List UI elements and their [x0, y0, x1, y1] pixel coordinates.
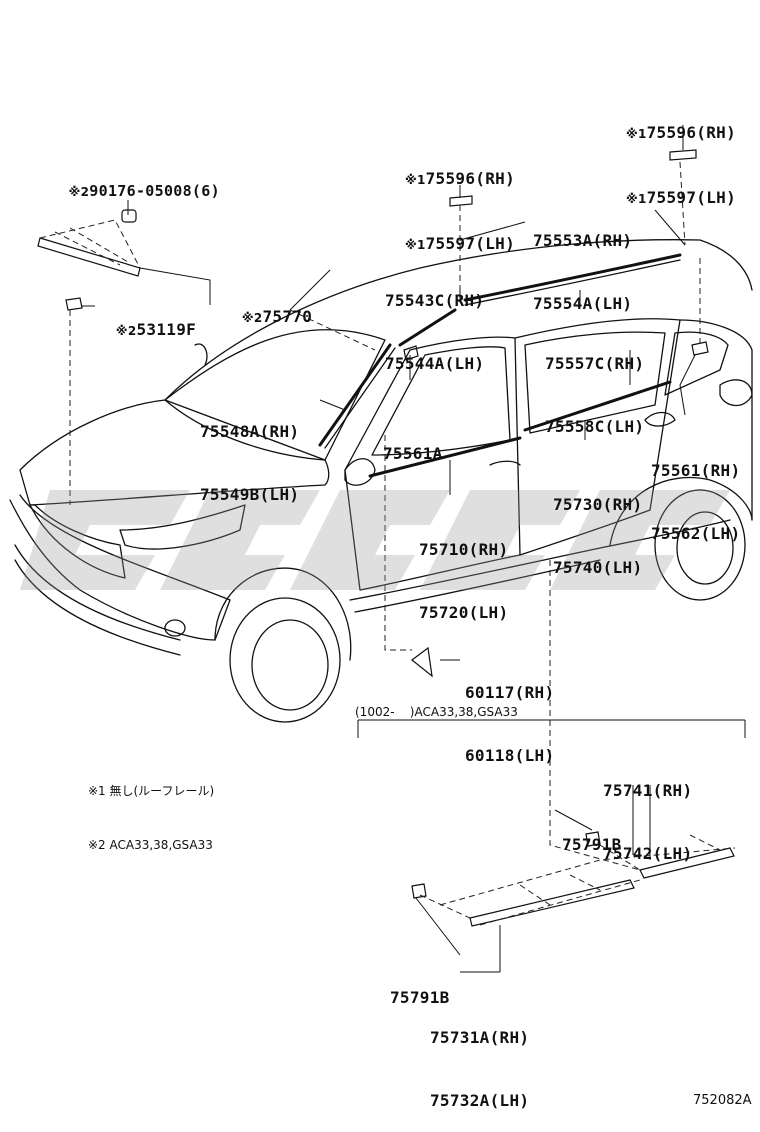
- part-number-75561: 75561(RH): [651, 461, 741, 480]
- part-number-75791B: 75791B: [562, 835, 622, 854]
- callout-75548: 75548A(RH) 75549B(LH): [200, 379, 299, 526]
- car-mirror: [344, 458, 376, 486]
- part-number-75597: 75597(LH): [646, 188, 737, 207]
- callout-75791-bot: 75791B: [390, 945, 450, 1029]
- callout-75741: 75741(RH) 75742(LH): [603, 738, 692, 885]
- part-number-75554A: 75554A(LH): [533, 294, 633, 313]
- part-number-75544A: 75544A(LH): [385, 354, 485, 373]
- callout-75543: 75543C(RH) 75544A(LH): [385, 248, 484, 395]
- callout-75596-right: ※175596(RH) ※175597(LH): [626, 123, 737, 207]
- callout-90176: ※290176-05008(6): [68, 182, 220, 200]
- car-quarter-window: [664, 331, 729, 396]
- car-rear-window: [524, 331, 666, 434]
- car-headlight: [119, 504, 246, 550]
- clip-75596-mid: [449, 195, 473, 207]
- door-molding-rear: [523, 380, 672, 432]
- car-windshield: [164, 329, 386, 461]
- part-number-53119: 53119F: [136, 320, 197, 339]
- part-number-75553A: 75553A(RH): [533, 231, 633, 250]
- callout-75791-top: 75791B: [562, 792, 622, 876]
- clip-75561: [691, 341, 709, 356]
- callout-75731: 75731A(RH) 75732A(LH): [430, 985, 529, 1132]
- part-number-75557C: 75557C(RH): [545, 354, 645, 373]
- car-grille: [29, 504, 126, 579]
- part-number-75791B: 75791B: [390, 988, 450, 1007]
- clip-75791-top: [585, 831, 601, 847]
- car-door-handle-front: [489, 460, 521, 466]
- notes: ※1 無し(ルーフレール) ※2 ACA33,38,GSA33: [88, 746, 214, 872]
- part-number-90176: 90176-05008(6): [89, 182, 220, 200]
- callout-75770: ※275770: [241, 307, 313, 326]
- car-rear-wheel-arch: [609, 476, 753, 546]
- note-1: ※1 無し(ルーフレール): [88, 784, 215, 798]
- callout-75730: 75730(RH) 75740(LH): [553, 452, 642, 599]
- roof-molding-inner: [464, 259, 681, 306]
- roof-molding: [463, 253, 682, 302]
- clip-75791-bot: [411, 883, 427, 899]
- callout-75596-mid: ※175596(RH) ※175597(LH): [405, 169, 516, 253]
- part-number-60117: 60117(RH): [465, 683, 555, 702]
- drip-molding: [398, 308, 457, 347]
- cowl-cover-part: [37, 237, 141, 277]
- part-number-75770: 75770: [262, 307, 313, 326]
- callout-53119: ※253119F: [115, 320, 197, 339]
- callout-75557: 75557C(RH) 75558C(LH): [545, 311, 644, 458]
- part-number-75558C: 75558C(LH): [545, 417, 645, 436]
- rocker-molding-front: [469, 879, 635, 927]
- clip-75561A: [403, 345, 419, 361]
- diagram-id: 752082A: [693, 1093, 752, 1108]
- part-number-75543C: 75543C(RH): [385, 291, 485, 310]
- callout-75553: 75553A(RH) 75554A(LH): [533, 188, 632, 335]
- car-bumper: [14, 544, 181, 641]
- part-number-75742: 75742(LH): [603, 844, 693, 863]
- car-rear-panel: [679, 319, 753, 521]
- variant-label: (1002- )ACA33,38,GSA33: [355, 705, 518, 719]
- part-number-75730: 75730(RH): [553, 495, 643, 514]
- car-side-sill: [349, 519, 731, 601]
- car-front-wheel: [229, 597, 341, 723]
- clip-75596-right: [669, 149, 697, 161]
- clip-60117: [411, 646, 433, 678]
- part-number-75596: 75596(RH): [425, 169, 516, 188]
- watermark: [20, 470, 740, 620]
- part-number-75549B: 75549B(LH): [200, 485, 300, 504]
- part-number-75741: 75741(RH): [603, 781, 693, 800]
- part-number-75596: 75596(RH): [646, 123, 737, 142]
- note-2: ※2 ACA33,38,GSA33: [88, 838, 213, 852]
- callout-75561: 75561(RH) 75562(LH): [651, 418, 740, 565]
- rocker-molding-rear: [639, 847, 735, 879]
- part-number-75710: 75710(RH): [419, 540, 509, 559]
- part-number-60118: 60118(LH): [465, 746, 555, 765]
- callout-75561A: 75561A: [383, 401, 443, 485]
- part-number-75731A: 75731A(RH): [430, 1028, 530, 1047]
- callout-75710: 75710(RH) 75720(LH): [419, 497, 508, 644]
- part-number-75720: 75720(LH): [419, 603, 509, 622]
- door-molding-front: [368, 436, 522, 478]
- callout-60117: 60117(RH) 60118(LH): [465, 640, 554, 787]
- car-roof-outline: [164, 239, 753, 401]
- part-number-75548A: 75548A(RH): [200, 422, 300, 441]
- part-number-75740: 75740(LH): [553, 558, 643, 577]
- clip-53119: [65, 297, 83, 311]
- car-hood: [19, 399, 330, 506]
- car-front-wheel-arch: [214, 567, 352, 661]
- part-number-75597: 75597(LH): [425, 234, 516, 253]
- clip-90176: [121, 209, 137, 223]
- part-number-75732A: 75732A(LH): [430, 1091, 530, 1110]
- part-number-75562: 75562(LH): [651, 524, 741, 543]
- part-number-75561A: 75561A: [383, 444, 443, 463]
- car-rear-wheel: [654, 489, 746, 601]
- pillar-molding: [318, 343, 392, 447]
